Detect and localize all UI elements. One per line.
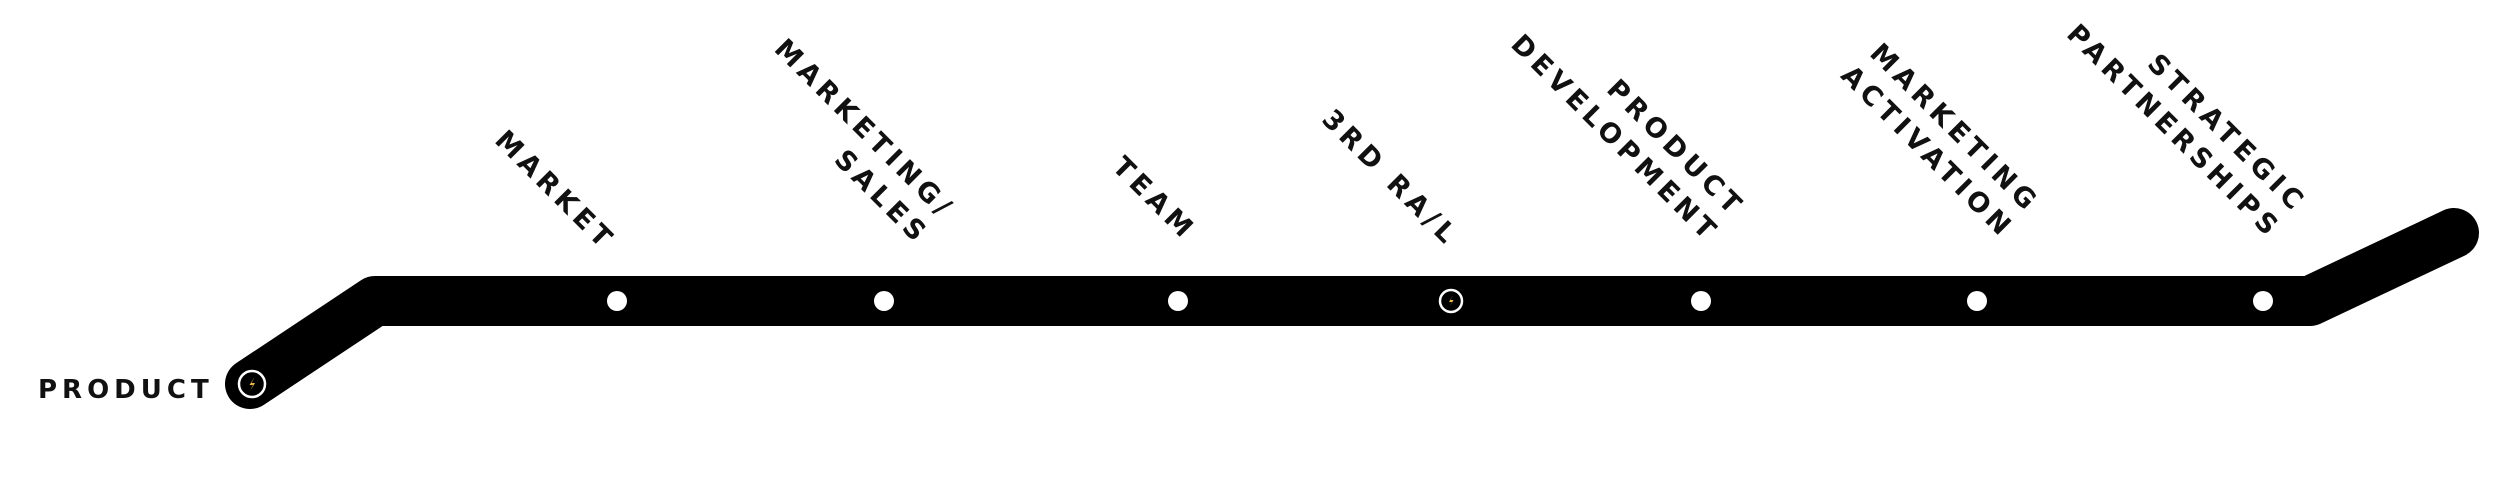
stop-label-marketing-sales: MARKETING/SALES bbox=[743, 33, 961, 251]
stop-label-line: MARKET bbox=[488, 124, 620, 256]
stop-marker-marketing-activation bbox=[1967, 291, 1987, 311]
stop-marker-team bbox=[1168, 291, 1188, 311]
stop-label-3rd-ra-l: 3RD RA/L bbox=[1316, 104, 1465, 253]
stop-marketing-sales: MARKETING/SALES bbox=[743, 33, 961, 311]
stop-marker-market bbox=[607, 291, 627, 311]
stop-marker-marketing-sales bbox=[874, 291, 894, 311]
stop-label-strategic-partnerships: STRATEGICPARTNERSHIPS bbox=[2060, 0, 2312, 245]
stops-layer: MARKET MARKETING/SALES TEAM 3RD RA/L PRODUCT… bbox=[488, 0, 2312, 314]
stop-marker-strategic-partnerships bbox=[2253, 291, 2273, 311]
stop-label-team: TEAM bbox=[1106, 151, 1202, 247]
stop-label-marketing-activation: MARKETINGACTIVATION bbox=[1835, 34, 2046, 245]
stop-product-development: PRODUCTDEVELOPMENT bbox=[1505, 3, 1751, 311]
stop-marker-product-development bbox=[1691, 291, 1711, 311]
stop-marketing-activation: MARKETINGACTIVATION bbox=[1835, 34, 2046, 311]
stop-label-line: 3RD RA/L bbox=[1316, 104, 1465, 253]
stop-label-line: DEVELOPMENT bbox=[1505, 29, 1725, 249]
roadmap-track-line bbox=[225, 208, 2479, 409]
start-label: PRODUCT bbox=[38, 375, 214, 405]
stop-label-market: MARKET bbox=[488, 124, 620, 256]
stop-label-product-development: PRODUCTDEVELOPMENT bbox=[1505, 3, 1751, 249]
start-station bbox=[237, 369, 267, 399]
bolt-icon bbox=[1449, 295, 1454, 307]
bolt-icon bbox=[249, 377, 255, 391]
stop-strategic-partnerships: STRATEGICPARTNERSHIPS bbox=[2060, 0, 2312, 311]
stop-label-line: TEAM bbox=[1106, 151, 1202, 247]
stop-label-line: PARTNERSHIPS bbox=[2060, 18, 2287, 245]
